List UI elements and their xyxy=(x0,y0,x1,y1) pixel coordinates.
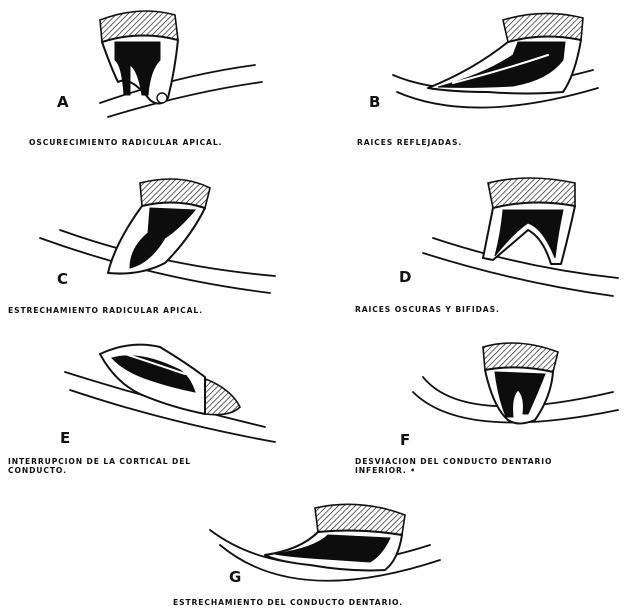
panel-e: E INTERRUPCION DE LA CORTICAL DEL CONDUC… xyxy=(0,332,300,477)
panel-caption: RAICES OSCURAS Y BIFIDAS. xyxy=(355,305,500,314)
panel-letter: B xyxy=(369,93,380,111)
panel-caption: DESVIACION DEL CONDUCTO DENTARIO INFERIO… xyxy=(355,457,552,475)
panel-letter: E xyxy=(60,429,70,447)
panel-letter: F xyxy=(400,431,410,449)
panel-letter: C xyxy=(57,270,68,288)
panel-caption: INTERRUPCION DE LA CORTICAL DEL CONDUCTO… xyxy=(8,457,191,475)
panel-a: A OSCURECIMIENTO RADICULAR APICAL. xyxy=(0,0,300,150)
tooth-drawing-b xyxy=(313,0,627,150)
panel-b: B RAICES REFLEJADAS. xyxy=(313,0,627,150)
panel-d: D RAICES OSCURAS Y BIFIDAS. xyxy=(313,168,627,318)
tooth-drawing-a xyxy=(0,0,300,150)
tooth-drawing-d xyxy=(313,168,627,318)
panel-c: C ESTRECHAMIENTO RADICULAR APICAL. xyxy=(0,168,300,318)
panel-letter: A xyxy=(57,93,69,111)
tooth-drawing-c xyxy=(0,168,300,318)
tooth-drawing-g xyxy=(150,490,480,608)
panel-g: G ESTRECHAMIENTO DEL CONDUCTO DENTARIO. xyxy=(150,490,480,608)
panel-f: F DESVIACION DEL CONDUCTO DENTARIO INFER… xyxy=(313,332,627,482)
panel-caption: ESTRECHAMIENTO RADICULAR APICAL. xyxy=(8,306,203,315)
panel-caption: OSCURECIMIENTO RADICULAR APICAL. xyxy=(29,138,222,147)
tooth-drawing-e xyxy=(0,332,300,477)
panel-caption: RAICES REFLEJADAS. xyxy=(357,138,462,147)
panel-letter: D xyxy=(399,268,411,286)
panel-letter: G xyxy=(229,568,241,586)
panel-caption: ESTRECHAMIENTO DEL CONDUCTO DENTARIO. xyxy=(173,598,403,607)
